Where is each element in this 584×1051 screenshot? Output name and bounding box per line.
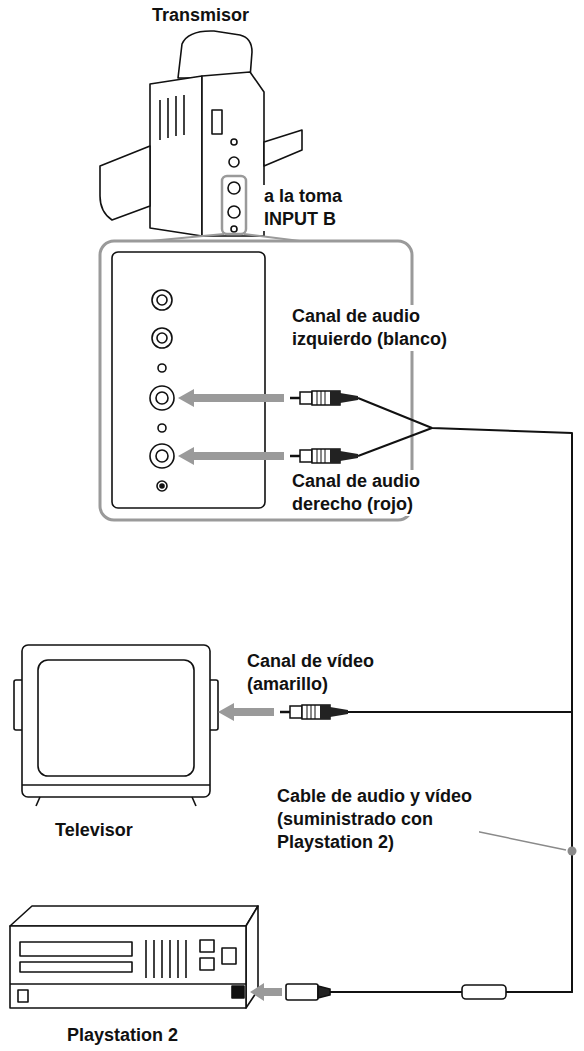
white-plug <box>290 391 358 405</box>
red-plug <box>290 449 358 463</box>
callout-label: Canal de vídeo (amarillo) <box>245 650 429 696</box>
leader-dot <box>568 847 577 856</box>
device-node: Playstation 2 <box>5 900 330 1050</box>
callout-label: Cable de audio y vídeo (suministrado con… <box>275 785 479 854</box>
tv-drawing <box>14 645 218 806</box>
callout-label: a la toma INPUT B <box>262 185 376 231</box>
jacks <box>150 290 174 491</box>
zoom-mark <box>222 176 246 234</box>
device-node: Transmisor <box>95 2 358 522</box>
av-plug <box>286 984 506 1000</box>
leader-line <box>470 830 566 850</box>
device-name: Playstation 2 <box>67 1024 330 1047</box>
callout-label: Canal de audio derecho (rojo) <box>290 470 484 516</box>
red-lead <box>358 428 432 456</box>
yellow-plug <box>280 705 348 719</box>
callout-label: Canal de audio izquierdo (blanco) <box>290 305 484 351</box>
playstation-drawing <box>10 906 258 1008</box>
device-name: Transmisor <box>152 4 358 27</box>
jack-panel <box>112 252 265 508</box>
